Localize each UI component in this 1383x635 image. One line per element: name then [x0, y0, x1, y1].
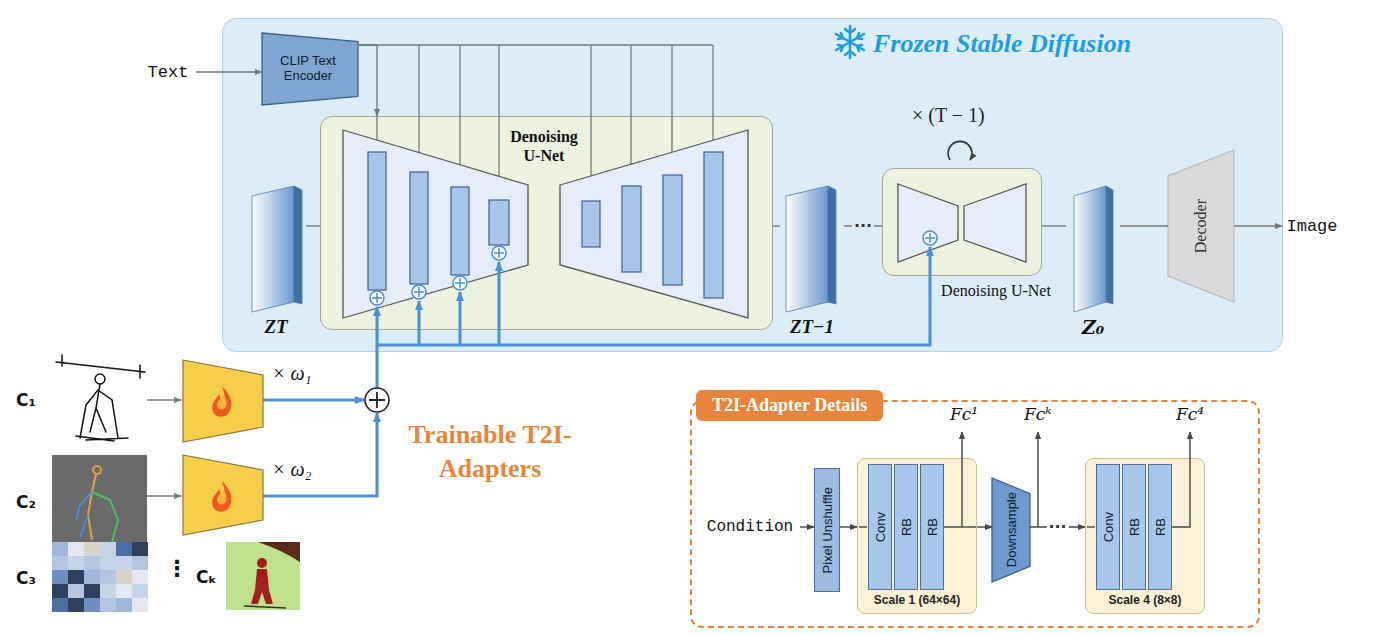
connector-arrow [1120, 225, 1168, 226]
feature-label: Fc⁴ [1176, 404, 1204, 424]
scale-block: Scale 4 (8×8) Conv RB RB [1085, 458, 1205, 614]
residual-block: RB [1122, 464, 1146, 590]
ellipsis: ⋮ [166, 556, 188, 581]
node-text: RB [1153, 518, 1168, 536]
decoder-block: Decoder [1168, 150, 1234, 302]
node-text: C₂ [16, 492, 36, 512]
node-text: Decoder [1192, 199, 1210, 253]
connector-arrow [800, 526, 814, 527]
weight-label: × ω₁ [272, 362, 312, 385]
node-text: Text [148, 63, 189, 82]
node-text: RB [925, 518, 940, 536]
loop-count: × (T − 1) [912, 104, 985, 127]
adapter-details-panel: T2I-Adapter DetailsConditionPixel Unshuf… [690, 400, 1260, 628]
conv-layer: Conv [868, 464, 892, 590]
downsample-block: Downsample [992, 478, 1030, 582]
condition-input: Condition [700, 514, 800, 540]
node-text: T2I-Adapter Details [696, 390, 883, 421]
node-text: Frozen Stable Diffusion [873, 29, 1282, 59]
node-text: Z₀ [1082, 316, 1104, 338]
node-text: ZT−1 [790, 316, 834, 338]
connector-arrow [977, 526, 992, 527]
loop-arrow [948, 141, 972, 160]
edge-label: ··· [852, 217, 874, 235]
residual-block: RB [894, 464, 918, 590]
weight-label: × ω₂ [272, 458, 312, 481]
label-box: × ω₁ [272, 362, 312, 385]
color-condition-image [52, 542, 148, 612]
label-box: Fc⁴ [1176, 404, 1204, 424]
node-text: Denoising U-Net [504, 127, 584, 165]
connector-arrow [358, 45, 377, 116]
adapter-feature-wires [263, 247, 930, 496]
node-text: Condition [707, 518, 793, 536]
condition-image: C₁ [12, 355, 147, 445]
node-text: C₃ [16, 568, 36, 588]
unet-feature-bars [368, 152, 723, 298]
node-text: ZT [264, 316, 287, 338]
condition-input-wires [147, 400, 181, 496]
label-box: ⋮ [166, 556, 188, 581]
connector-arrow [196, 71, 262, 72]
pose-condition-image [52, 455, 147, 550]
node-text: Image [1286, 217, 1337, 236]
label-box: Fc¹ [950, 404, 978, 424]
label-box: × ω₂ [272, 458, 312, 481]
label-box: Fcᵏ [1024, 404, 1052, 424]
edge-label-box: ··· [852, 217, 874, 235]
edge-label: ··· [1046, 518, 1068, 536]
label-box: × (T − 1) [912, 104, 985, 127]
pixel-unshuffle-block: Pixel Unshuffle [814, 468, 840, 592]
adapter-blocks [183, 360, 263, 535]
node-text: RB [1127, 518, 1142, 536]
node-text: Pixel Unshuffle [820, 487, 835, 573]
node-text: C₁ [16, 390, 36, 410]
node-text: Conv [873, 512, 888, 542]
latent-cubes [252, 186, 1113, 312]
input-text: Text [140, 60, 196, 84]
connector-arrow [840, 526, 857, 527]
unet-small [898, 184, 1026, 262]
feature-label: Fc¹ [950, 404, 978, 424]
unet-encoder-decoder [343, 130, 748, 318]
node-text: Downsample [1004, 492, 1019, 567]
node-text: Cₖ [196, 567, 217, 587]
segmentation-condition-image [226, 542, 300, 610]
connector-arrow [1234, 225, 1282, 226]
node-text: RB [899, 518, 914, 536]
connector-arrow [306, 225, 320, 226]
adapter-detail-wires [859, 432, 1190, 527]
node-text: Conv [1101, 512, 1116, 542]
residual-block: RB [1148, 464, 1172, 590]
connector-arrow [773, 225, 780, 226]
node-text: Denoising U-Net [941, 281, 1051, 301]
snowflake-icon [836, 26, 864, 58]
feature-add-symbols [370, 246, 506, 305]
node-text: Scale 4 (8×8) [1086, 593, 1204, 607]
conv-layer: Conv [1096, 464, 1120, 590]
feature-label: Fcᵏ [1024, 404, 1052, 424]
section-title: Trainable T2I-Adapters [390, 418, 590, 486]
connector-arrow [1042, 225, 1066, 226]
edge-label-box: ··· [1046, 518, 1068, 536]
scale-block: Scale 1 (64×64) Conv RB RB [857, 458, 977, 614]
output-image: Image [1282, 213, 1342, 239]
text-encoder: CLIP Text Encoder [262, 33, 358, 105]
node-text: Scale 1 (64×64) [858, 593, 976, 607]
node-text: CLIP Text Encoder [270, 54, 346, 84]
residual-block: RB [920, 464, 944, 590]
label-box: Trainable T2I-Adapters [390, 418, 590, 486]
sketch-condition-image [56, 355, 145, 441]
sum-symbol [365, 388, 389, 412]
